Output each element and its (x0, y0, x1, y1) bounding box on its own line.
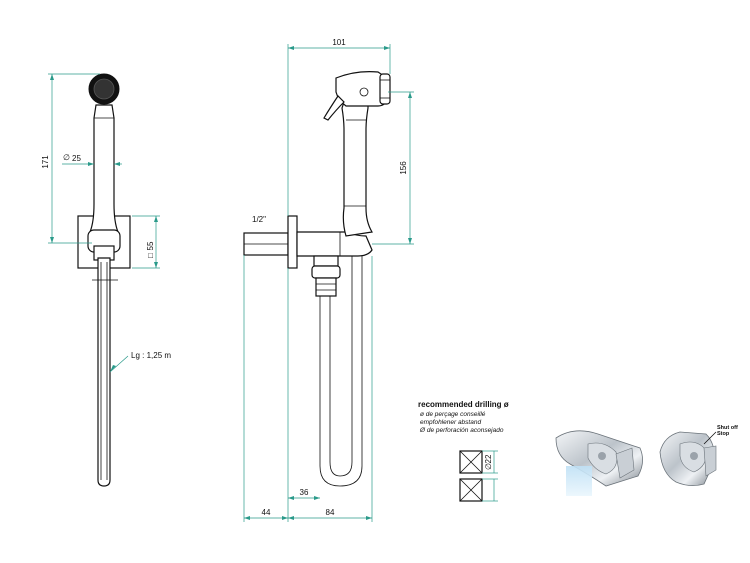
dim-101: 101 (332, 38, 346, 47)
side-wall-plate (287, 215, 298, 269)
front-handle-body (89, 104, 119, 233)
dim-156: 156 (399, 161, 408, 175)
drilling-detail: ∅ 22 (459, 450, 498, 502)
dim-171: 171 (41, 155, 50, 169)
shutoff-label-line2: Stop (717, 431, 730, 437)
dim-44: 44 (262, 508, 271, 517)
shutoff-label: Shut off Stop (717, 425, 747, 437)
front-hose (97, 257, 111, 487)
side-trigger-lever (323, 95, 345, 121)
drilling-line-fr: ø de perçage conseillé (420, 411, 486, 418)
front-view: 171 ∅ 25 □ 55 Lg : 1,25 m (41, 73, 171, 487)
side-valve-body (296, 231, 373, 257)
dim-55: 55 (146, 241, 155, 250)
holder-render-2 (659, 431, 717, 486)
drilling-line-es: Ø de perforación aconsejado (420, 427, 504, 434)
svg-text:∅: ∅ (484, 463, 493, 470)
side-handset (341, 95, 373, 237)
svg-text:□: □ (146, 253, 155, 258)
dim-hose-length: Lg : 1,25 m (131, 351, 171, 360)
dim-36: 36 (300, 488, 309, 497)
drilling-line-de: empfohlener abstand (420, 419, 482, 426)
side-view: 101 156 1/2" 36 44 84 (243, 38, 414, 522)
holder-render-1 (555, 430, 643, 496)
shutoff-label-line1: Shut off (717, 425, 738, 431)
side-hose-loop (319, 256, 363, 487)
dim-thread: 1/2" (252, 215, 266, 224)
dim-84: 84 (326, 508, 335, 517)
dim-25: 25 (72, 154, 81, 163)
drilling-title: recommended drilling ø (418, 400, 509, 409)
svg-text:∅: ∅ (63, 153, 70, 162)
dim-drill-22: 22 (484, 454, 493, 463)
